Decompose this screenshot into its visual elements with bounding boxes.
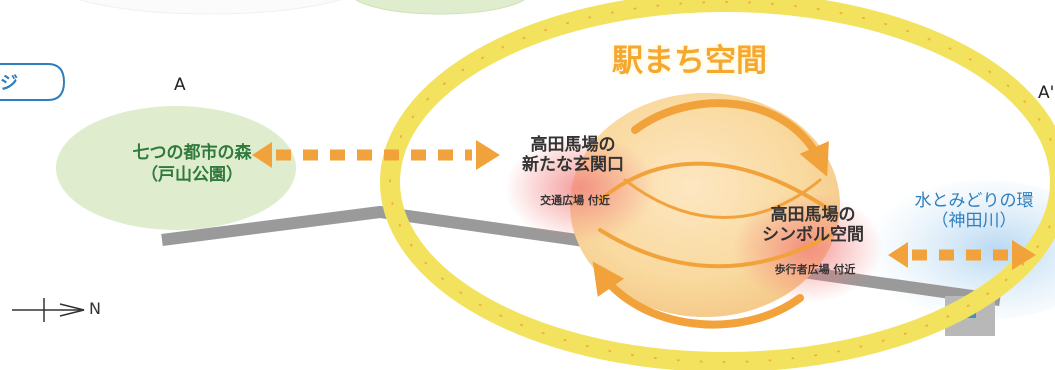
section-point-a-prime: A': [1038, 83, 1055, 103]
boundary-dots: [389, 1, 1055, 363]
park-area: [56, 106, 296, 230]
park-label-line1: 七つの都市の森: [132, 143, 252, 163]
gateway-label: 高田馬場の 新たな玄関口: [508, 135, 638, 175]
water-label-line1: 水とみどりの環: [914, 191, 1034, 211]
section-tab-label: ジ: [0, 73, 18, 94]
dashed-double-arrow-icon: [252, 140, 500, 170]
compass-label: N: [89, 299, 101, 318]
top-green-shape: [355, 0, 525, 15]
symbol-sublabel: 歩行者広場 付近: [774, 263, 856, 276]
water-label-line2: （神田川）: [931, 210, 1017, 231]
gateway-label-line1: 高田馬場の: [530, 135, 616, 155]
symbol-label-line1: 高田馬場の: [770, 205, 856, 225]
dashed-double-arrow-icon: [888, 240, 1036, 270]
park-label-line2: （戸山公園）: [141, 164, 243, 185]
diagram-title: 駅まち空間: [612, 43, 767, 79]
water-label: 水とみどりの環 （神田川）: [888, 191, 1055, 231]
gateway-sublabel: 交通広場 付近: [540, 194, 610, 207]
symbol-label-line2: シンボル空間: [762, 224, 864, 245]
compass-north-icon: [12, 298, 85, 322]
section-point-a: A: [174, 75, 186, 95]
left-tab: [0, 63, 66, 101]
top-left-shape: [78, 0, 342, 15]
gateway-highlight: [505, 133, 655, 243]
park-label: 七つの都市の森 （戸山公園）: [96, 143, 288, 187]
cycle-arrows-icon: [592, 99, 832, 329]
gateway-label-line2: 新たな玄関口: [522, 154, 624, 175]
symbol-label: 高田馬場の シンボル空間: [742, 205, 884, 245]
